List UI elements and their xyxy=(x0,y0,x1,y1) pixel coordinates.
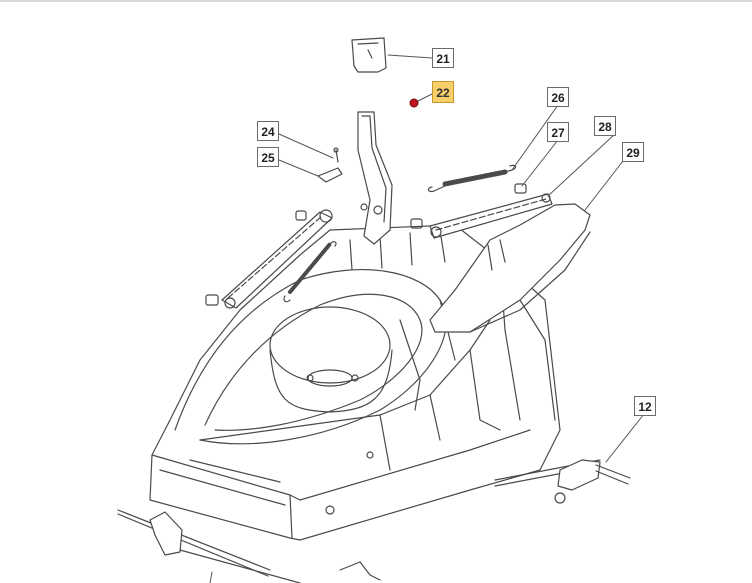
handle-cap xyxy=(351,37,387,73)
highlight-marker xyxy=(409,98,419,108)
callout-26[interactable]: 26 xyxy=(547,87,569,107)
left-lever-arm xyxy=(205,209,333,309)
rear-cover xyxy=(429,203,591,333)
handle-bracket xyxy=(357,111,393,245)
rear-axle xyxy=(494,459,631,504)
callout-25[interactable]: 25 xyxy=(257,147,279,167)
left-spring xyxy=(283,241,337,303)
callout-27[interactable]: 27 xyxy=(547,122,569,142)
front-axle xyxy=(117,509,381,583)
callout-24[interactable]: 24 xyxy=(257,121,279,141)
right-lever-arm xyxy=(410,183,553,239)
callout-12[interactable]: 12 xyxy=(634,396,656,416)
leader-lines xyxy=(209,54,645,583)
right-spring xyxy=(427,164,517,193)
callout-21[interactable]: 21 xyxy=(432,48,454,68)
callout-22-highlighted[interactable]: 22 xyxy=(432,81,454,103)
callout-29[interactable]: 29 xyxy=(622,142,644,162)
callout-28[interactable]: 28 xyxy=(594,116,616,136)
top-border xyxy=(0,0,752,2)
screw-and-clip xyxy=(317,147,343,183)
